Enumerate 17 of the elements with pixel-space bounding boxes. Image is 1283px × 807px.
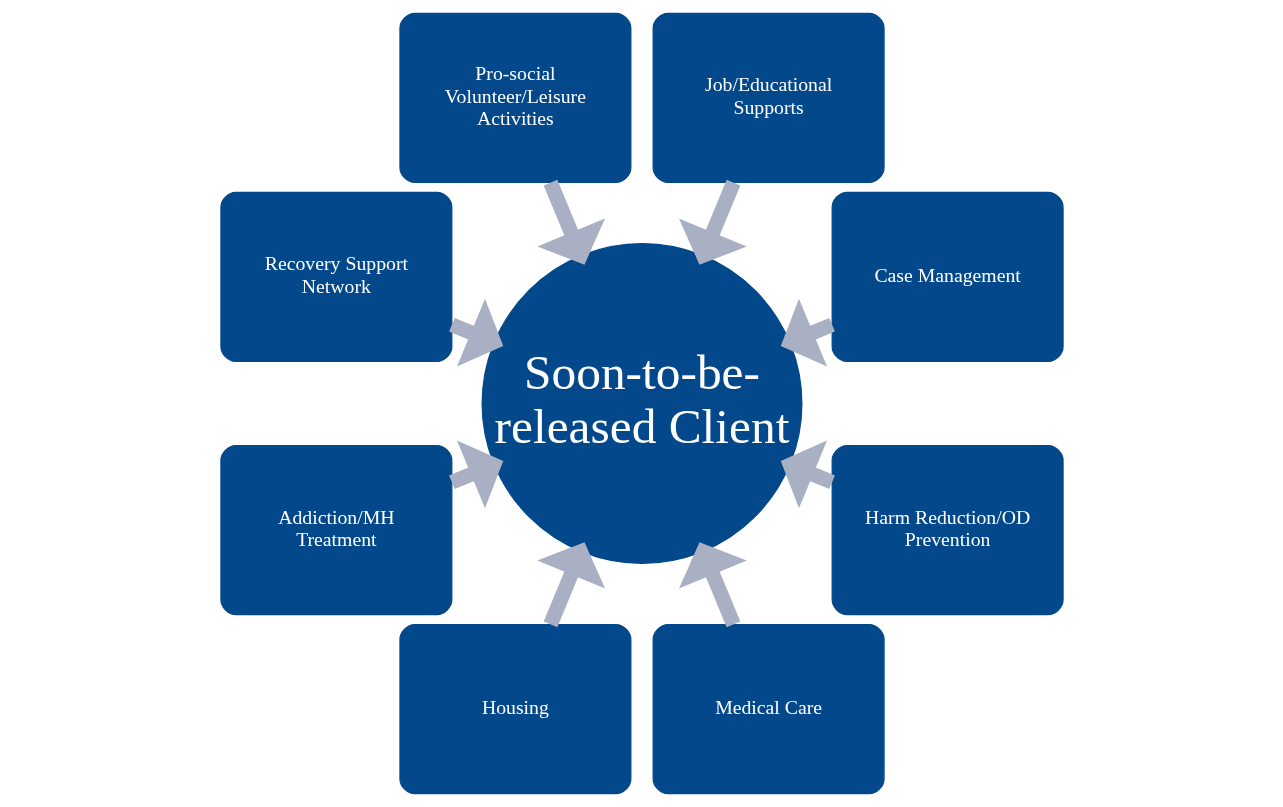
node-box: Addiction/MH Treatment xyxy=(219,444,452,616)
arrow xyxy=(448,440,503,509)
node-box: Housing xyxy=(398,623,631,795)
arrow xyxy=(536,179,605,265)
node-box: Recovery Support Network xyxy=(219,191,452,363)
arrow xyxy=(536,542,605,628)
arrow xyxy=(780,440,835,509)
arrow xyxy=(678,179,747,265)
node-box: Job/Educational Supports xyxy=(652,12,885,184)
arrow xyxy=(780,298,835,367)
node-circle: Soon-to-be-released Client xyxy=(481,243,802,564)
node-box: Case Management xyxy=(831,191,1064,363)
arrow xyxy=(678,542,747,628)
arrow xyxy=(448,298,503,367)
node-box: Medical Care xyxy=(652,623,885,795)
node-box: Pro-social Volunteer/Leisure Activities xyxy=(398,12,631,184)
node-box: Harm Reduction/OD Prevention xyxy=(831,444,1064,616)
